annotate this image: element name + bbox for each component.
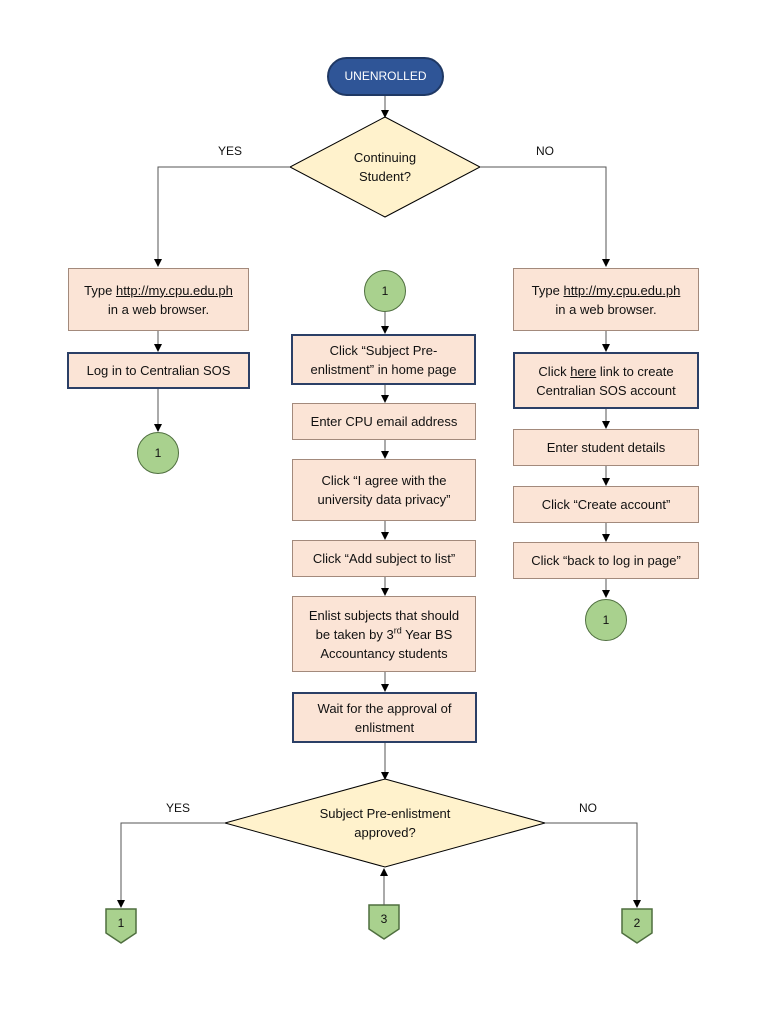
middle-connector-1: 1 [364,270,406,312]
offpage-label-middle: 3 [380,912,388,926]
right-connector-1: 1 [585,599,627,641]
offpage-label-no: 2 [633,916,641,930]
create-account-box: Click “Create account” [513,486,699,523]
enter-email-box: Enter CPU email address [292,403,476,440]
offpage-label-yes: 1 [117,916,125,930]
privacy-agreement-box: Click “I agree with the university data … [292,459,476,521]
url-link: http://my.cpu.edu.ph [115,282,233,298]
pre-enlistment-approved-decision [223,778,547,868]
subject-pre-enlistment-box: Click “Subject Pre- enlistment” in home … [291,334,476,385]
offpage-connector-yes [105,908,137,944]
enter-details-box: Enter student details [513,429,699,466]
no-label-top: NO [536,144,554,158]
wait-approval-box: Wait for the approval of enlistment [292,692,477,743]
pre-enlistment-approved-text: Subject Pre-enlistment approved? [319,806,451,840]
start-terminal: UNENROLLED [327,57,444,96]
offpage-connector-middle [368,904,400,940]
yes-label-top: YES [218,144,243,158]
continuing-student-decision [288,116,482,218]
add-subject-box: Click “Add subject to list” [292,540,476,577]
right-type-url-box: Type http://my.cpu.edu.ph in a web brows… [513,268,699,331]
url-link: http://my.cpu.edu.ph [563,282,681,298]
offpage-connector-no [621,908,653,944]
left-connector-1: 1 [137,432,179,474]
left-type-url-box: Type http://my.cpu.edu.ph in a web brows… [68,268,249,331]
start-label: UNENROLLED [344,69,427,83]
here-link: here [570,363,597,379]
yes-label-bottom: YES [166,801,191,815]
left-login-box: Log in to Centralian SOS [67,352,250,389]
enlist-subjects-box: Enlist subjects that should be taken by … [292,596,476,672]
continuing-student-text: Continuing Student? [353,150,417,184]
create-account-link-box: Click here link to create Centralian SOS… [513,352,699,409]
no-label-bottom: NO [579,801,597,815]
back-to-login-box: Click “back to log in page” [513,542,699,579]
